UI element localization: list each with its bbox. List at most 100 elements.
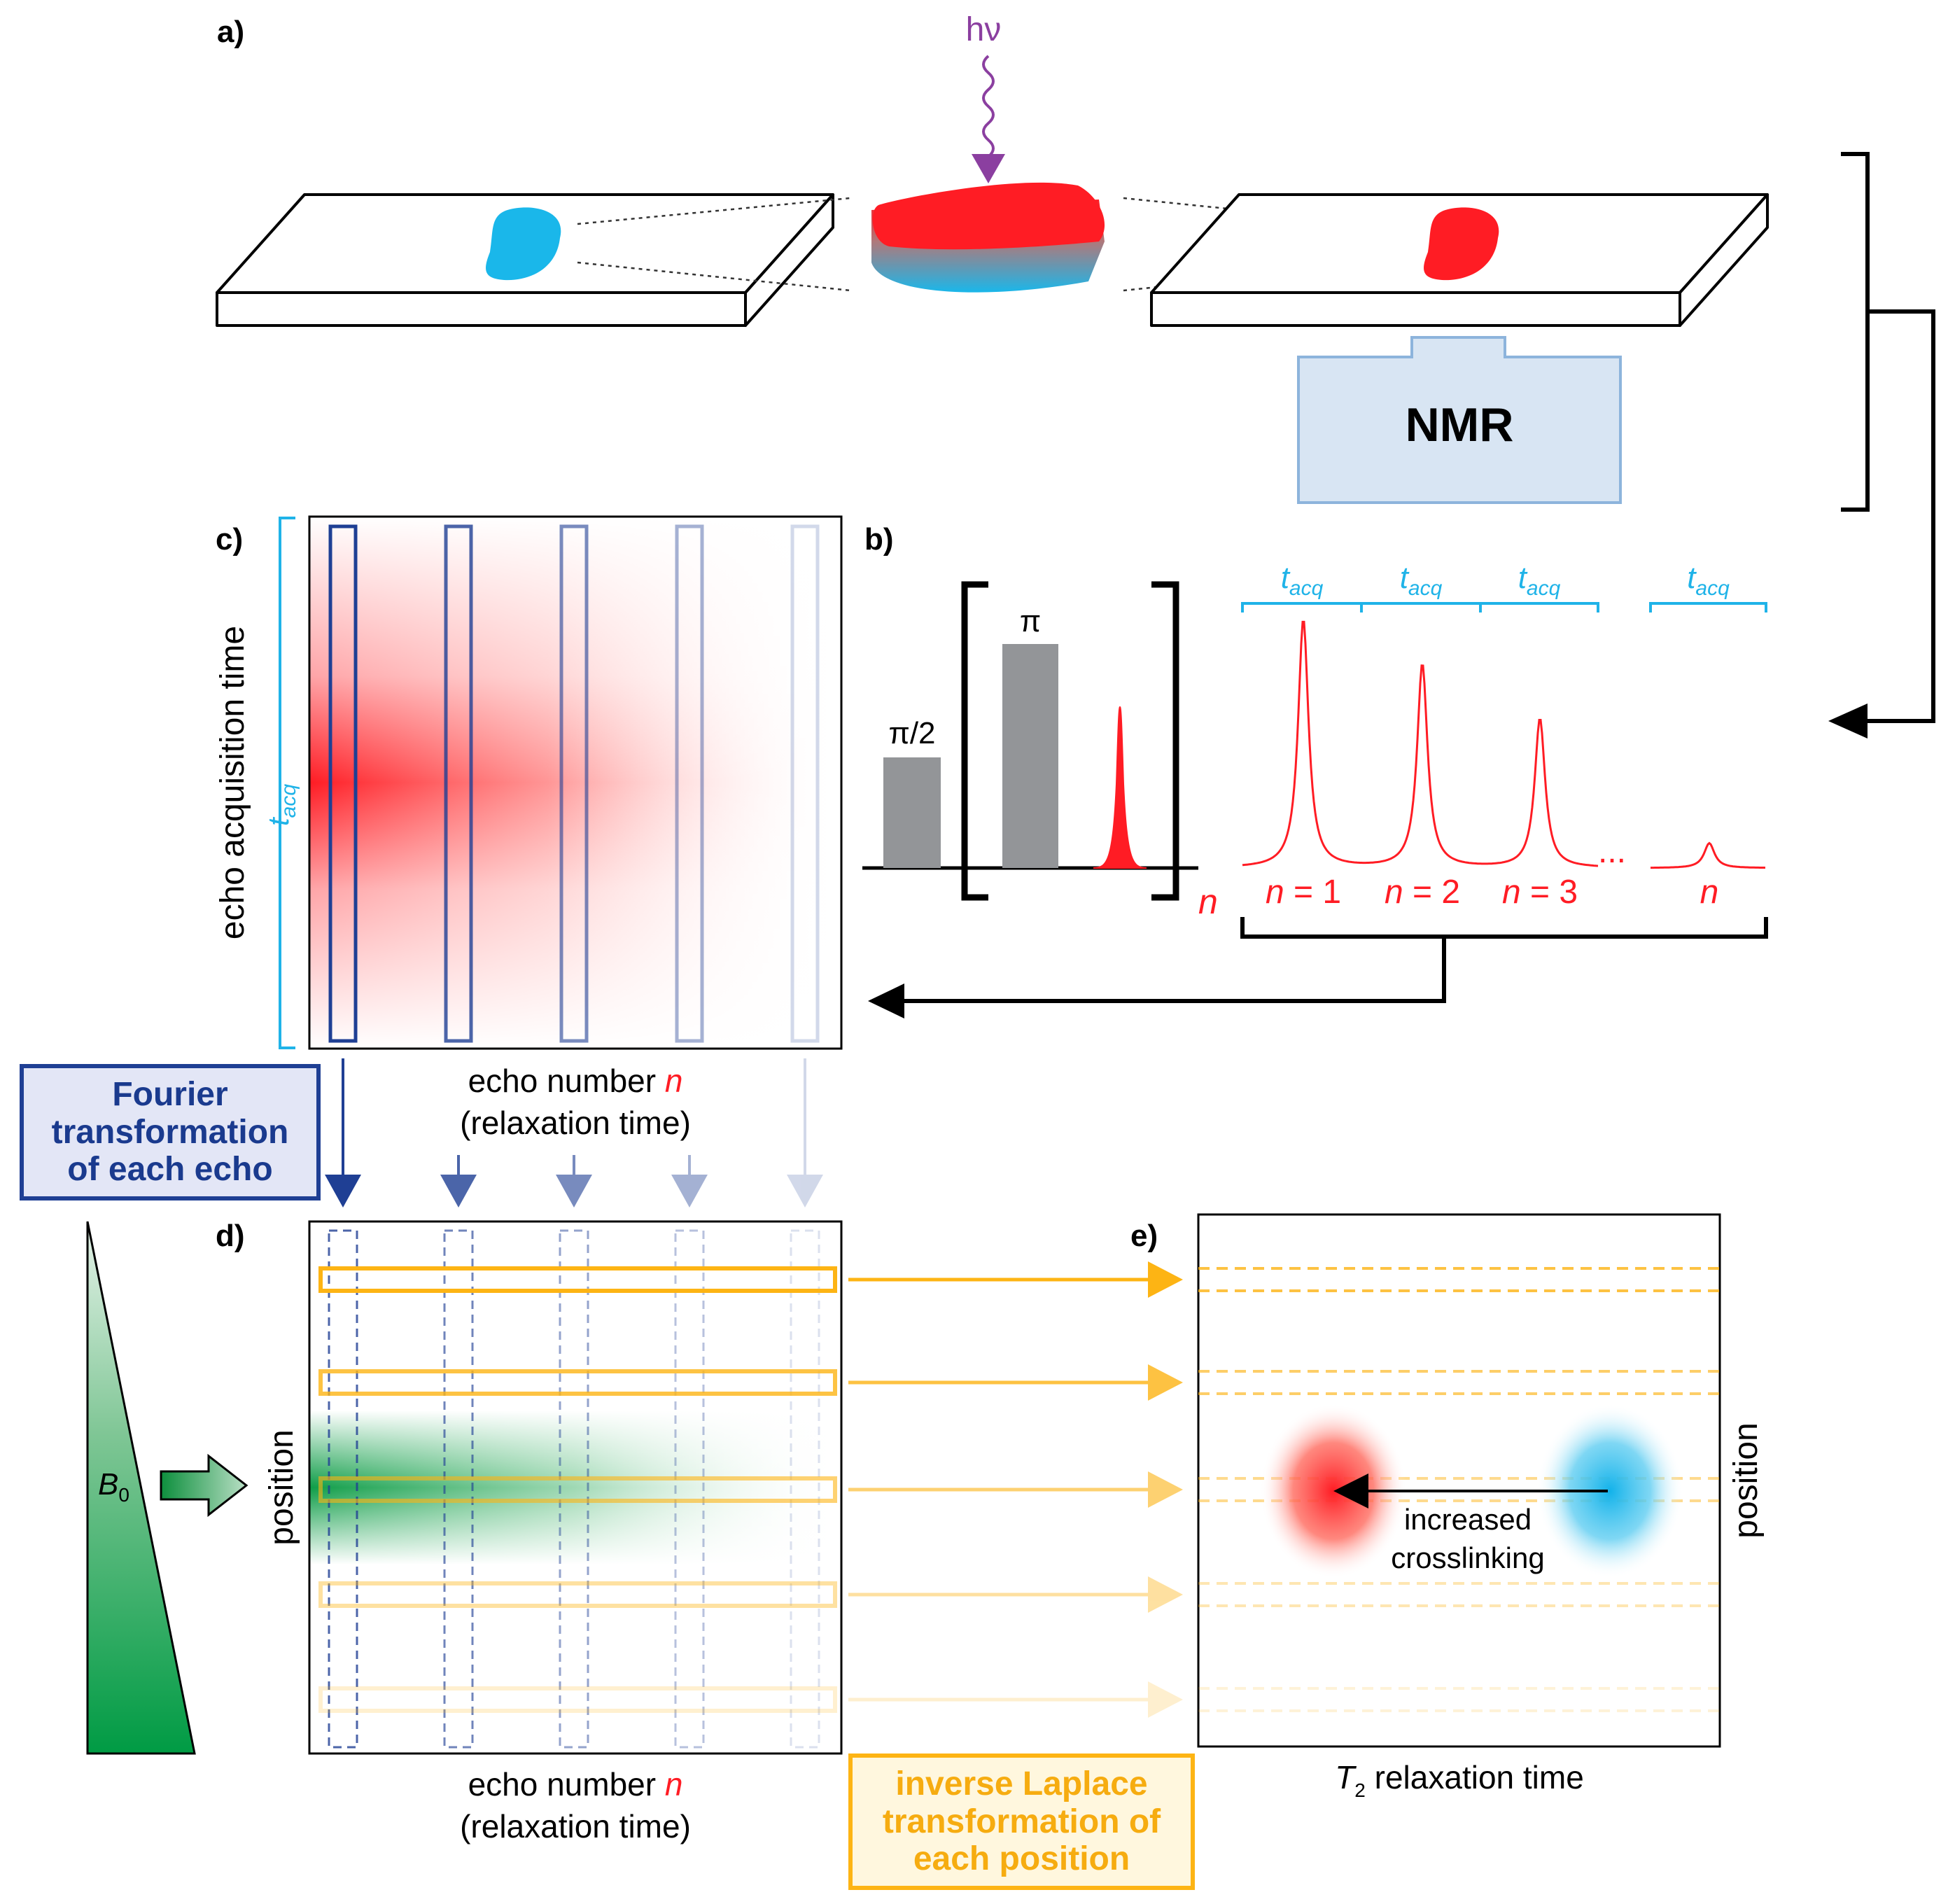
echo-column-1 [328,524,358,1043]
light-wave-arrow [982,55,995,158]
axis-label-position-d: position [263,1429,300,1545]
pulse-half-pi [883,757,941,868]
position-row-4 [318,1581,837,1608]
tacq-label-4: tacq [1687,561,1730,600]
echo-column-2 [444,524,473,1043]
laplace-box-line2: transformation of [882,1802,1161,1840]
axis-label-echo-number-d: echo number n [468,1766,683,1802]
tacq-label-1: tacq [1281,561,1324,600]
t2-peak-blue [1536,1404,1683,1578]
echo-label-2: n = 2 [1385,874,1460,911]
position-row-1 [318,1266,837,1293]
dashed-row-4 [1198,1582,1720,1607]
tacq-window-1: tacq [1241,561,1363,612]
echo-labels: n = 1 n = 2 n = 3 n [1266,874,1718,911]
position-row-2 [318,1369,837,1396]
b0-gradient-wedge [86,1221,196,1755]
pulse-pi-label: π [1020,604,1041,638]
pulse-pi [1002,644,1058,868]
bracket-repeat-right [1151,581,1179,901]
bracket-b-to-c [903,917,1768,1003]
fourier-arrow-2 [440,1155,477,1208]
crosslinking-arrowhead [1333,1474,1368,1508]
dashed-row-5 [1198,1687,1720,1712]
panel-label-d: d) [216,1219,245,1253]
crosslinking-label-line1: increased [1404,1503,1532,1536]
echo-column-3 [559,524,589,1043]
dashed-row-1 [1198,1267,1720,1292]
fourier-arrow-4 [671,1155,708,1208]
laplace-arrow-2 [848,1364,1183,1401]
fourier-box-line2: transformation [51,1113,289,1151]
echo-label-1: n = 1 [1266,874,1341,911]
laplace-box-line3: each position [913,1840,1130,1878]
fourier-arrow-3 [556,1155,592,1208]
position-row-5 [318,1686,837,1713]
dashed-row-2 [1198,1370,1720,1395]
crosslinking-label-line2: crosslinking [1391,1541,1544,1574]
nmr-label: NMR [1406,398,1514,451]
position-rows [318,1266,837,1713]
axis-label-position-e: position [1728,1422,1765,1538]
dashed-row-3 [1198,1477,1720,1502]
echo-label-4: n [1700,874,1719,911]
repeat-n-label: n [1198,882,1218,921]
panel-label-b: b) [864,522,894,556]
laplace-arrow-1 [848,1261,1183,1298]
echo-column-4 [675,524,704,1043]
axis-label-echo-number-c: echo number n [468,1063,683,1099]
bracket-repeat-left [961,581,988,901]
tacq-label-2: tacq [1400,561,1443,600]
panel-label-a: a) [217,15,244,49]
fourier-transformation-box: Fourier transformation of each echo [20,1064,321,1200]
pulse-echo [1093,706,1147,869]
echo-map-plot [308,515,843,1050]
echo-column-5 [790,524,820,1043]
panel-label-e: e) [1130,1219,1158,1253]
dashed-column-1 [328,1229,358,1749]
fourier-arrow-5 [787,1058,823,1208]
light-label: hν [966,11,1002,48]
echo-last-signal [1651,841,1766,869]
dashed-column-3 [559,1229,589,1749]
echo-label-3: n = 3 [1502,874,1578,911]
tacq-window-2: tacq [1360,561,1482,612]
echo-columns-dashed [328,1229,820,1749]
sample-red-cured [1424,207,1499,281]
echo-train-signal [1242,620,1599,867]
laplace-arrow-3 [848,1471,1183,1508]
echo-ellipsis: ... [1598,833,1626,870]
panel-label-c: c) [216,522,243,556]
sample-disc-zoom [871,182,1105,293]
laplace-arrows [848,1261,1183,1718]
b0-label: B0 [98,1467,129,1506]
pulse-half-pi-label: π/2 [888,716,935,750]
light-arrowhead [972,154,1005,183]
dashed-column-5 [790,1229,820,1749]
axis-label-echo-acquisition-time: echo acquisition time [214,626,251,939]
tacq-window-3: tacq [1479,561,1599,612]
fourier-box-line1: Fourier [112,1075,228,1113]
position-map-plot [308,1220,843,1755]
dashed-column-2 [443,1229,474,1749]
echo-columns [328,524,820,1043]
sample-blue-uncured [486,207,561,281]
nmr-instrument [1297,336,1622,504]
arrowhead-to-b [1828,704,1868,738]
acquisition-windows: tacq tacq tacq tacq [1241,561,1767,612]
arrowhead-to-c [868,983,904,1018]
fourier-arrows [325,1058,823,1208]
axis-label-t2-relaxation-time: T2 relaxation time [1335,1759,1584,1801]
bracket-a-to-b [1841,152,1935,723]
laplace-transformation-box: inverse Laplace transformation of each p… [848,1754,1195,1890]
laplace-box-line1: inverse Laplace [895,1765,1148,1802]
tacq-window-4: tacq [1649,561,1767,612]
fourier-box-line3: of each echo [67,1151,273,1189]
laplace-arrow-5 [848,1681,1183,1718]
b0-arrow [160,1453,248,1518]
dashed-column-4 [674,1229,705,1749]
laplace-arrow-4 [848,1576,1183,1613]
tacq-label-vertical: tacq [262,784,300,826]
tacq-label-3: tacq [1518,561,1561,600]
